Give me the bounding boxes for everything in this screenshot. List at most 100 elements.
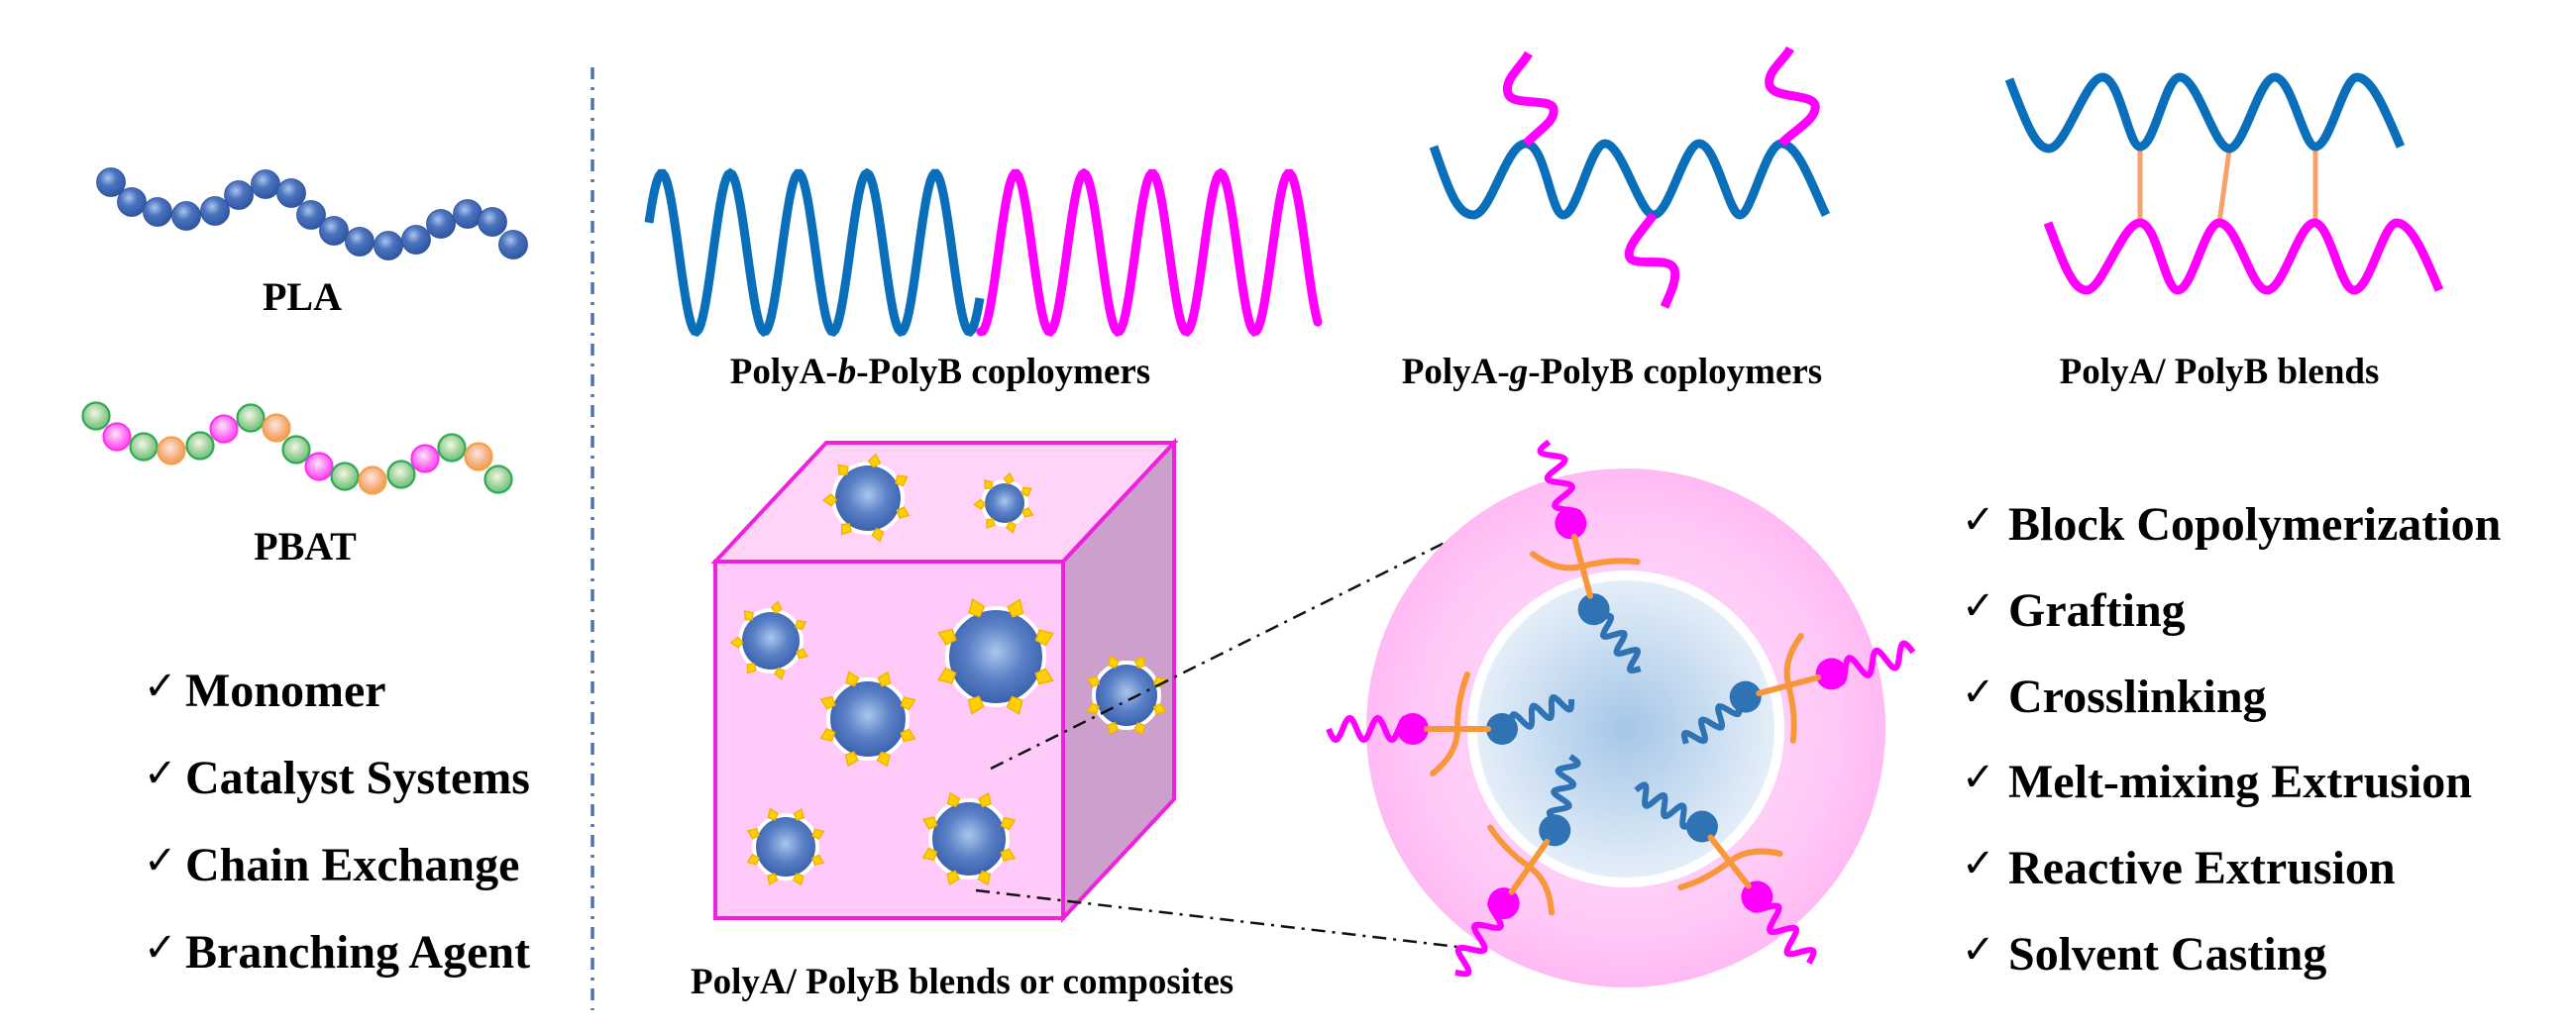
blend-label: PolyA/ PolyB blends (2060, 352, 2380, 392)
reactive-group (1539, 814, 1571, 847)
crosslinker (1530, 533, 1641, 599)
compatibilizer-unit (1326, 672, 1575, 776)
filler-particle (819, 671, 916, 768)
surface-ligand (773, 667, 786, 680)
check-icon: ✓ (144, 664, 177, 709)
filler-particle (729, 600, 809, 680)
method-label: Block Copolymerization (2008, 498, 2501, 551)
strategy-label: Chain Exchange (185, 839, 519, 891)
check-icon: ✓ (144, 751, 177, 796)
surface-ligand (946, 791, 961, 808)
graft-copolymer-illustration (1429, 46, 1831, 309)
monomer-bead-orange (262, 413, 291, 443)
method-item: ✓ Solvent Casting (1962, 927, 2326, 981)
check-icon: ✓ (1962, 583, 1995, 629)
monomer-bead-blue (224, 180, 254, 210)
filler-particle (921, 791, 1017, 886)
dispersed-particles (729, 453, 1167, 886)
surface-ligand (1003, 471, 1015, 485)
filler-particle (1086, 655, 1167, 736)
check-icon: ✓ (1962, 927, 1995, 973)
monomer-bead-magenta (410, 444, 440, 473)
monomer-bead-orange (358, 465, 387, 495)
monomer-bead-magenta (209, 414, 239, 444)
filler-particle (821, 453, 911, 543)
blend-illustration (2004, 72, 2444, 295)
monomer-bead-blue (117, 187, 147, 217)
surface-ligand (1007, 598, 1024, 618)
surface-ligand (1107, 655, 1120, 669)
reactive-group (1577, 593, 1610, 626)
surface-ligand (796, 648, 809, 660)
filler-particle (973, 471, 1034, 534)
monomer-bead-green (129, 432, 159, 462)
surface-ligand (877, 671, 892, 687)
strategy-item: ✓ Chain Exchange (144, 838, 519, 891)
surface-ligand (743, 610, 754, 621)
method-item: ✓ Melt-mixing Extrusion (1962, 755, 2472, 808)
surface-ligand (770, 600, 783, 614)
surface-ligand (792, 873, 805, 886)
surface-ligand (1107, 721, 1120, 736)
surface-ligand (844, 751, 859, 768)
surface-ligand (795, 619, 807, 631)
compatibilizer-unit (1454, 754, 1581, 978)
crosslinker (1424, 672, 1491, 776)
composite-cube (710, 437, 1179, 924)
surface-ligand (896, 506, 911, 519)
surface-ligand (819, 695, 836, 710)
surface-ligand (746, 828, 760, 840)
block-copolymer-label: PolyA-b-PolyB coploymers (730, 352, 1150, 392)
monomer-bead-orange (464, 442, 493, 471)
compatibilizer-unit (1634, 781, 1817, 965)
monomer-bead-green (330, 462, 360, 491)
check-icon: ✓ (1962, 841, 1995, 886)
method-label: Solvent Casting (2008, 928, 2326, 981)
monomer-bead-blue (200, 196, 230, 226)
monomer-bead-blue (345, 227, 375, 257)
monomer-bead-blue (171, 201, 201, 231)
surface-ligand (811, 828, 825, 841)
surface-ligand (921, 847, 938, 862)
surface-ligand (840, 523, 852, 536)
monomer-bead-blue (498, 230, 528, 259)
surface-ligand (895, 474, 909, 487)
graft-copolymer-label: PolyA-g-PolyB coploymers (1402, 352, 1822, 392)
reactive-group (1685, 810, 1718, 843)
reactive-group (1815, 658, 1848, 690)
monomer-bead-blue (96, 167, 126, 197)
crosslinker (1677, 834, 1783, 890)
pbat-bead-chain (81, 401, 513, 495)
composite-label: PolyA/ PolyB blends or composites (691, 962, 1234, 1002)
strategy-label: Catalyst Systems (185, 752, 530, 804)
surface-ligand (937, 628, 957, 646)
method-label: Grafting (2008, 584, 2186, 637)
surface-ligand (837, 464, 849, 475)
method-label: Crosslinking (2008, 671, 2267, 723)
modification-method-list: ✓ Block Copolymerization ✓ Grafting ✓ Cr… (1962, 497, 2501, 981)
method-item: ✓ Reactive Extrusion (1962, 841, 2396, 894)
monomer-bead-green (281, 435, 311, 465)
polya-backbone (1429, 139, 1831, 220)
surface-ligand (871, 527, 885, 543)
pbat-label: PBAT (254, 524, 357, 569)
interface-magnified-view (1326, 439, 1916, 987)
filler-particle (746, 807, 825, 886)
reactive-group (1555, 507, 1587, 540)
surface-ligand (973, 498, 987, 511)
surface-ligand (819, 727, 836, 742)
strategy-item: ✓ Monomer (144, 664, 386, 717)
surface-ligand (746, 853, 760, 866)
pla-label: PLA (263, 274, 342, 319)
monomer-bead-blue (143, 197, 172, 227)
surface-ligand (1133, 722, 1146, 736)
surface-ligand (1000, 816, 1017, 831)
monomer-bead-blue (426, 209, 456, 239)
surface-ligand (1005, 521, 1018, 534)
check-icon: ✓ (1962, 755, 1995, 800)
polyb-graft (1502, 51, 1558, 148)
check-icon: ✓ (144, 925, 177, 971)
monomer-bead-blue (251, 169, 280, 199)
surface-ligand (1034, 629, 1054, 647)
